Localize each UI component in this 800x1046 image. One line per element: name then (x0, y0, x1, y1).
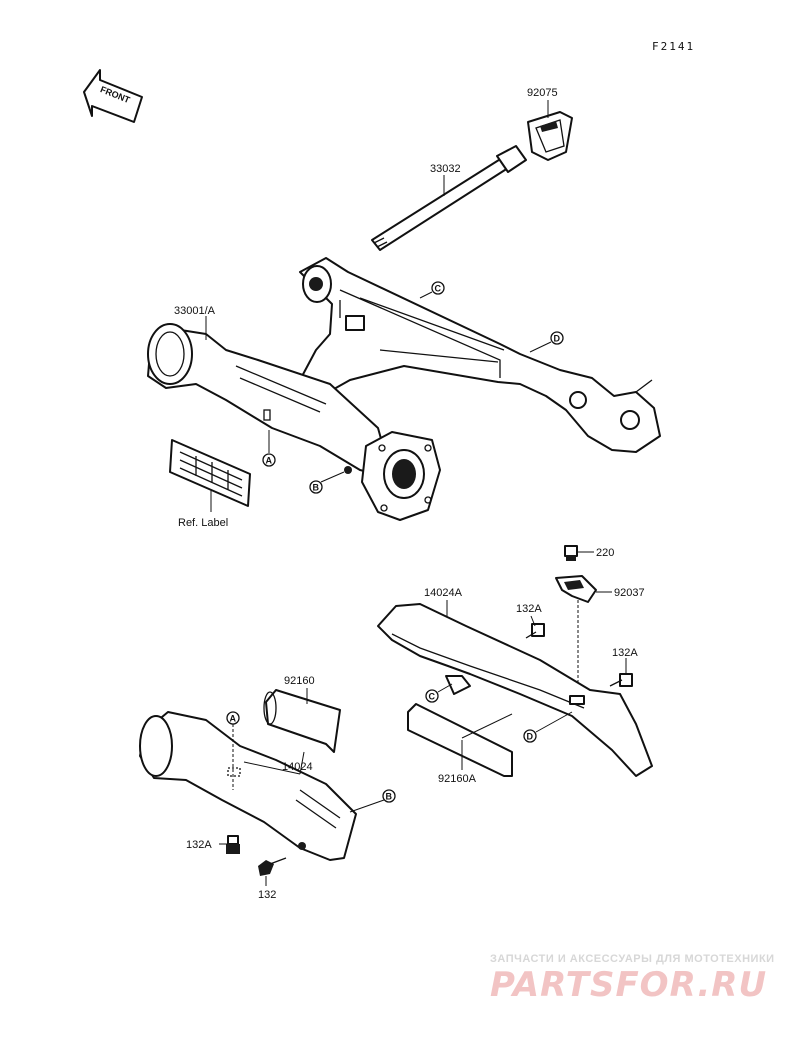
marker-a-upper: A (262, 430, 276, 467)
label-92037: 92037 (614, 587, 645, 599)
watermark-tagline: ЗАПЧАСТИ И АКСЕССУАРЫ ДЛЯ МОТОТЕХНИКИ (490, 953, 775, 965)
part-132-drawing (258, 857, 287, 876)
marker-c-lower: C (425, 683, 453, 703)
label-132a-upper: 132A (516, 603, 542, 615)
marker-b-upper: B (309, 471, 345, 494)
front-arrow-icon: FRONT (83, 69, 143, 123)
swingarm-drawing (147, 257, 661, 521)
label-132: 132 (258, 889, 276, 901)
watermark-logo: PARTSFOR.RU (490, 965, 767, 1005)
ref-label-drawing (169, 439, 251, 507)
label-33001a: 33001/A (174, 305, 216, 317)
part-92075-drawing (527, 111, 573, 161)
label-ref-label: Ref. Label (178, 517, 228, 529)
part-92160-drawing (263, 689, 341, 753)
svg-text:B: B (313, 483, 320, 493)
part-132a-lower-drawing (226, 835, 240, 854)
part-14024-drawing (139, 711, 357, 861)
label-33032: 33032 (430, 163, 461, 175)
marker-d-lower: D (523, 711, 573, 743)
label-92160a: 92160A (438, 773, 477, 785)
svg-text:A: A (230, 714, 237, 724)
svg-text:D: D (527, 732, 534, 742)
figure-code: F2141 (652, 40, 695, 53)
label-14024: 14024 (282, 761, 313, 773)
part-14024a-drawing (377, 603, 653, 777)
label-92075: 92075 (527, 87, 558, 99)
svg-text:C: C (435, 284, 442, 294)
part-132a-upper-drawing (525, 623, 545, 639)
svg-text:D: D (554, 334, 561, 344)
svg-text:B: B (386, 792, 393, 802)
part-33032-drawing (371, 145, 527, 251)
marker-d-upper: D (529, 331, 564, 353)
marker-c-upper: C (419, 281, 445, 299)
label-132a-right: 132A (612, 647, 638, 659)
marker-b-lower: B (349, 789, 396, 813)
label-14024a: 14024A (424, 587, 463, 599)
part-92037-drawing (555, 575, 597, 603)
marker-a-lower: A (226, 711, 240, 790)
label-92160: 92160 (284, 675, 315, 687)
label-132a-lower: 132A (186, 839, 212, 851)
part-220-drawing (564, 545, 578, 561)
part-92160a-drawing (407, 703, 513, 777)
svg-text:C: C (429, 692, 436, 702)
label-220: 220 (596, 547, 614, 559)
svg-text:A: A (266, 456, 273, 466)
part-132a-right-drawing (609, 673, 633, 687)
